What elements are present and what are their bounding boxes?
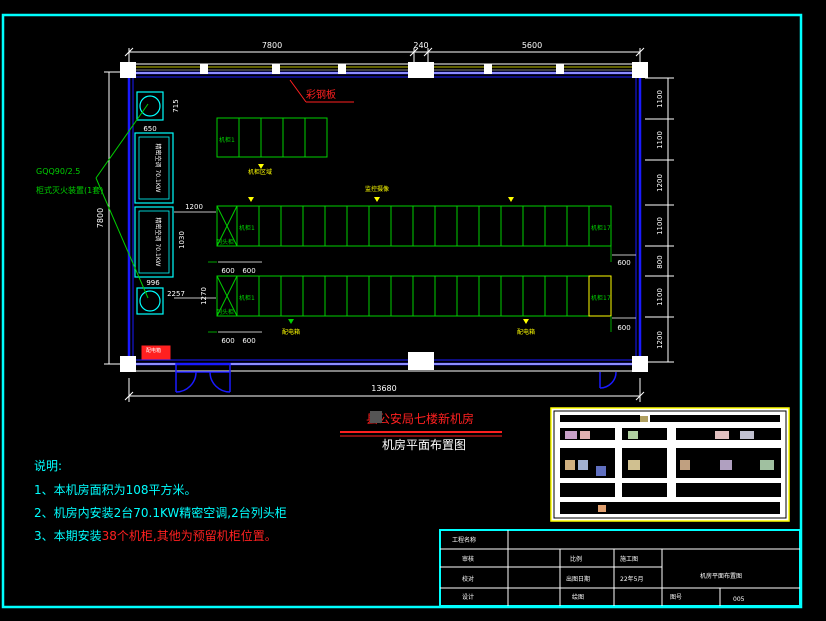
dim-top-right: 5600 (522, 41, 542, 50)
tb-date-label: 出图日期 (566, 575, 590, 583)
notes-item-2: 2、机房内安装2台70.1KW精密空调,2台列头柜 (34, 505, 287, 520)
gas-system-leader (95, 103, 149, 299)
marker-top-label: 监控摄像 (365, 185, 389, 193)
drawing-title-line1: 县公安局七楼新机房 (366, 411, 474, 426)
dim-2257: 2257 (167, 290, 185, 298)
steel-plate-label: 彩钢板 (306, 88, 336, 101)
rack-b-last (588, 275, 612, 317)
tb-row3-label: 校对 (462, 575, 474, 583)
doors (175, 363, 617, 393)
drawing-title-line2: 机房平面布置图 (382, 437, 466, 452)
rack-row-a (216, 205, 612, 247)
dim-715: 715 (172, 99, 180, 112)
dim-right-4: 1100 (656, 217, 664, 235)
bottom-dimension-line (124, 378, 645, 402)
rack-b-last-label: 机柜17 (591, 294, 611, 302)
marker-bottom-right-label: 配电箱 (517, 328, 535, 336)
dim-right-6: 1100 (656, 288, 664, 306)
structural-columns (120, 62, 648, 372)
marker-bottom-right (523, 319, 529, 324)
dim-right-3: 1200 (656, 174, 664, 192)
drawing-frame (1, 13, 803, 609)
tb-number-label: 图号 (670, 594, 682, 601)
notes-item-3: 3、本期安装38个机柜,其他为预留机柜位置。 (34, 528, 277, 543)
dim-1030: 1030 (178, 231, 186, 249)
tb-drawing-title: 机房平面布置图 (700, 572, 742, 580)
left-dimension-line (104, 71, 124, 365)
top-dimension-line (124, 47, 645, 65)
notes-heading: 说明: (34, 458, 62, 473)
dim-top-left: 7800 (262, 41, 282, 50)
ac-2-label: 精密空调 70.1KW (154, 218, 162, 267)
tb-project-label: 工程名称 (452, 536, 476, 544)
dim-600-a: 600 (221, 267, 234, 275)
rack-a-first-label: 机柜1 (239, 224, 255, 232)
room-walls (127, 63, 642, 372)
dim-1270: 1270 (200, 287, 208, 305)
tb-row4-label: 设计 (462, 593, 474, 601)
tb-date-value: 22年5月 (620, 575, 643, 583)
gas-cylinder-top (136, 91, 164, 121)
dim-left: 7800 (96, 208, 105, 228)
right-dimension-values: 1100 1100 1200 1100 800 1100 1200 (656, 90, 664, 349)
precision-ac-1 (134, 132, 174, 204)
rack-a-last-label: 机柜17 (591, 224, 611, 232)
gas-system-label: 柜式灭火装置(1套) (36, 185, 103, 195)
rack-row-top (216, 117, 328, 158)
dim-600-e: 600 (617, 259, 630, 267)
gas-model-label: GQQ90/2.5 (36, 167, 80, 176)
rack-top-area-label: 机柜区域 (248, 168, 272, 176)
dim-right-5: 800 (656, 255, 664, 268)
right-dimension-line (645, 77, 674, 363)
rack-row-b (216, 275, 612, 317)
tb-number-value: 005 (733, 596, 745, 603)
title-block-frame (439, 529, 801, 607)
redacted-block (370, 411, 382, 423)
rack-b-first-label: 机柜1 (239, 294, 255, 302)
marker-triangle (258, 164, 264, 169)
dim-top-mid: 240 (413, 41, 428, 50)
tb-row2-label: 审核 (462, 555, 474, 563)
marker-bottom-left-label: 配电箱 (282, 328, 300, 336)
dim-600-b: 600 (242, 267, 255, 275)
rack-b-head-label: 列头柜 (216, 308, 234, 316)
dim-right-1: 1100 (656, 90, 664, 108)
ac-1-label: 精密空调 70.1KW (154, 144, 162, 193)
dim-996: 996 (146, 279, 160, 287)
tb-drawn-label: 绘图 (572, 593, 584, 601)
gas-cylinder-bottom (136, 287, 164, 315)
dim-600-d: 600 (242, 337, 255, 345)
dim-right-7: 1200 (656, 331, 664, 349)
rack-a-head-label: 列头柜 (216, 238, 234, 246)
dim-bottom: 13680 (371, 384, 396, 393)
dim-1200: 1200 (185, 203, 203, 211)
steel-plate-leader (289, 79, 307, 103)
notes-item-1: 1、本机房面积为108平方米。 (34, 482, 197, 497)
dim-600-f: 600 (617, 324, 630, 332)
precision-ac-2 (134, 206, 174, 278)
dim-right-2: 1100 (656, 131, 664, 149)
distribution-box-label: 配电箱 (146, 347, 161, 354)
left-equipment (134, 91, 174, 315)
redacted-stamp-block (550, 407, 790, 522)
marker-bottom-left (288, 319, 294, 324)
distribution-box (141, 345, 171, 360)
tb-scale-label: 比例 (570, 555, 582, 563)
rack-top-first-label: 机柜1 (219, 136, 235, 144)
dim-650: 650 (143, 125, 156, 133)
tb-unit-label: 施工图 (620, 555, 638, 563)
dim-600-c: 600 (221, 337, 234, 345)
row-a-markers (248, 197, 514, 202)
